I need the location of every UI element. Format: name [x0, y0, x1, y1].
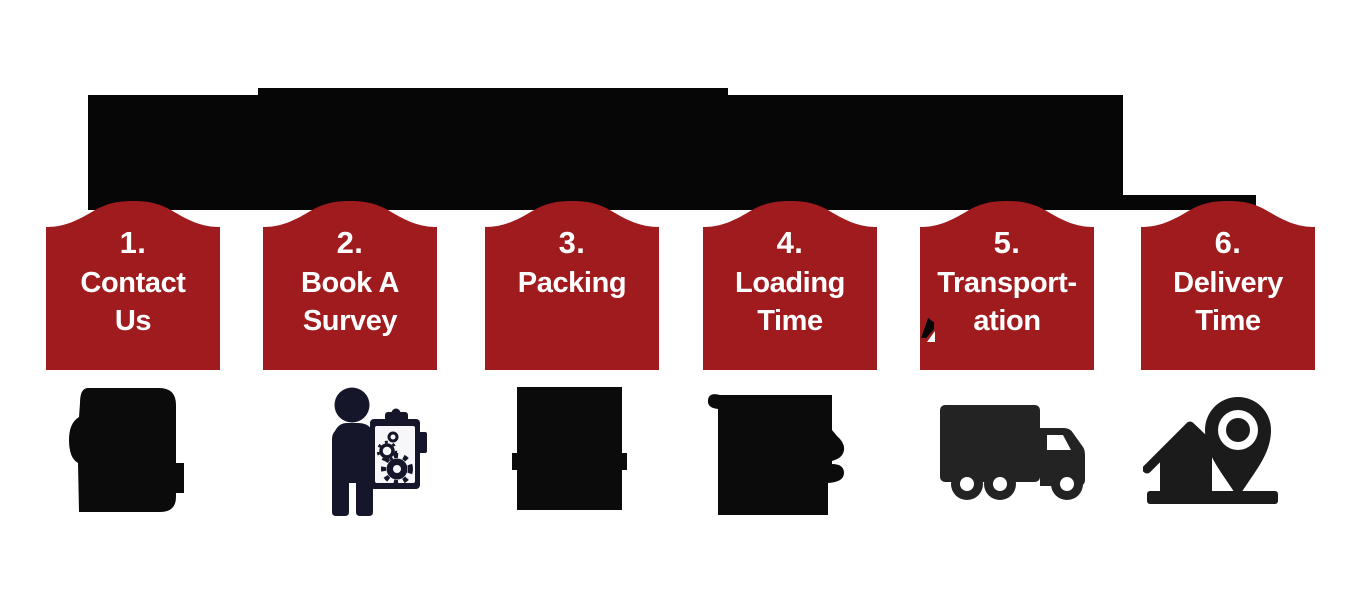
- step-label-line1: Transport-: [937, 267, 1077, 299]
- step-text: 4. Loading Time: [703, 222, 877, 340]
- step-text: 2. Book A Survey: [263, 222, 437, 340]
- step-text: 1. Contact Us: [46, 222, 220, 340]
- step-number: 2.: [336, 225, 364, 260]
- step-label-line2: ation: [973, 305, 1041, 337]
- step-label-line1: Delivery: [1173, 267, 1283, 299]
- step-box-loading-time: 4. Loading Time: [703, 200, 877, 370]
- curved-top-box-shape: [1141, 201, 1315, 370]
- step-box-packing: 3. Packing: [485, 200, 659, 370]
- step-label-line2: Survey: [302, 305, 398, 337]
- surveyor-clipboard-icon: [325, 383, 430, 518]
- curved-top-box-shape: [703, 201, 877, 370]
- step-text: 5. Transport- ation: [920, 222, 1094, 340]
- step-label-line2: Time: [1195, 305, 1261, 337]
- step-number: 1.: [119, 225, 147, 260]
- step-label-line1: Packing: [517, 267, 627, 299]
- step-label-line1: Contact: [80, 267, 186, 299]
- step-text: 3. Packing: [485, 222, 659, 302]
- step-number: 4.: [776, 225, 804, 260]
- step-number: 5.: [993, 225, 1021, 260]
- packed-box-icon: [510, 385, 630, 513]
- step-box-delivery-time: 6. Delivery Time: [1141, 200, 1315, 370]
- loading-equipment-icon: [705, 390, 847, 518]
- house-location-pin-icon: [1143, 388, 1283, 508]
- moving-truck-icon: [938, 400, 1088, 502]
- step-label-line1: Loading: [735, 267, 845, 299]
- curved-top-box-shape: [485, 201, 659, 370]
- step-number: 6.: [1214, 225, 1242, 260]
- curved-top-box-shape: [46, 201, 220, 370]
- redacted-title-banner: [88, 95, 1123, 210]
- step-label-line1: Book A: [300, 267, 400, 299]
- step-box-transportation: 5. Transport- ation: [920, 200, 1094, 370]
- step-box-book-a-survey: 2. Book A Survey: [263, 200, 437, 370]
- curved-top-box-shape: [920, 201, 1094, 370]
- step-label-line2: Us: [114, 305, 152, 337]
- step-text: 6. Delivery Time: [1141, 222, 1315, 340]
- step-number: 3.: [558, 225, 586, 260]
- contact-phone-icon: [66, 385, 188, 515]
- stray-wedge-artifact-notch: [927, 331, 935, 342]
- step-label-line2: Time: [757, 305, 823, 337]
- step-box-contact-us: 1. Contact Us: [46, 200, 220, 370]
- curved-top-box-shape: [263, 201, 437, 370]
